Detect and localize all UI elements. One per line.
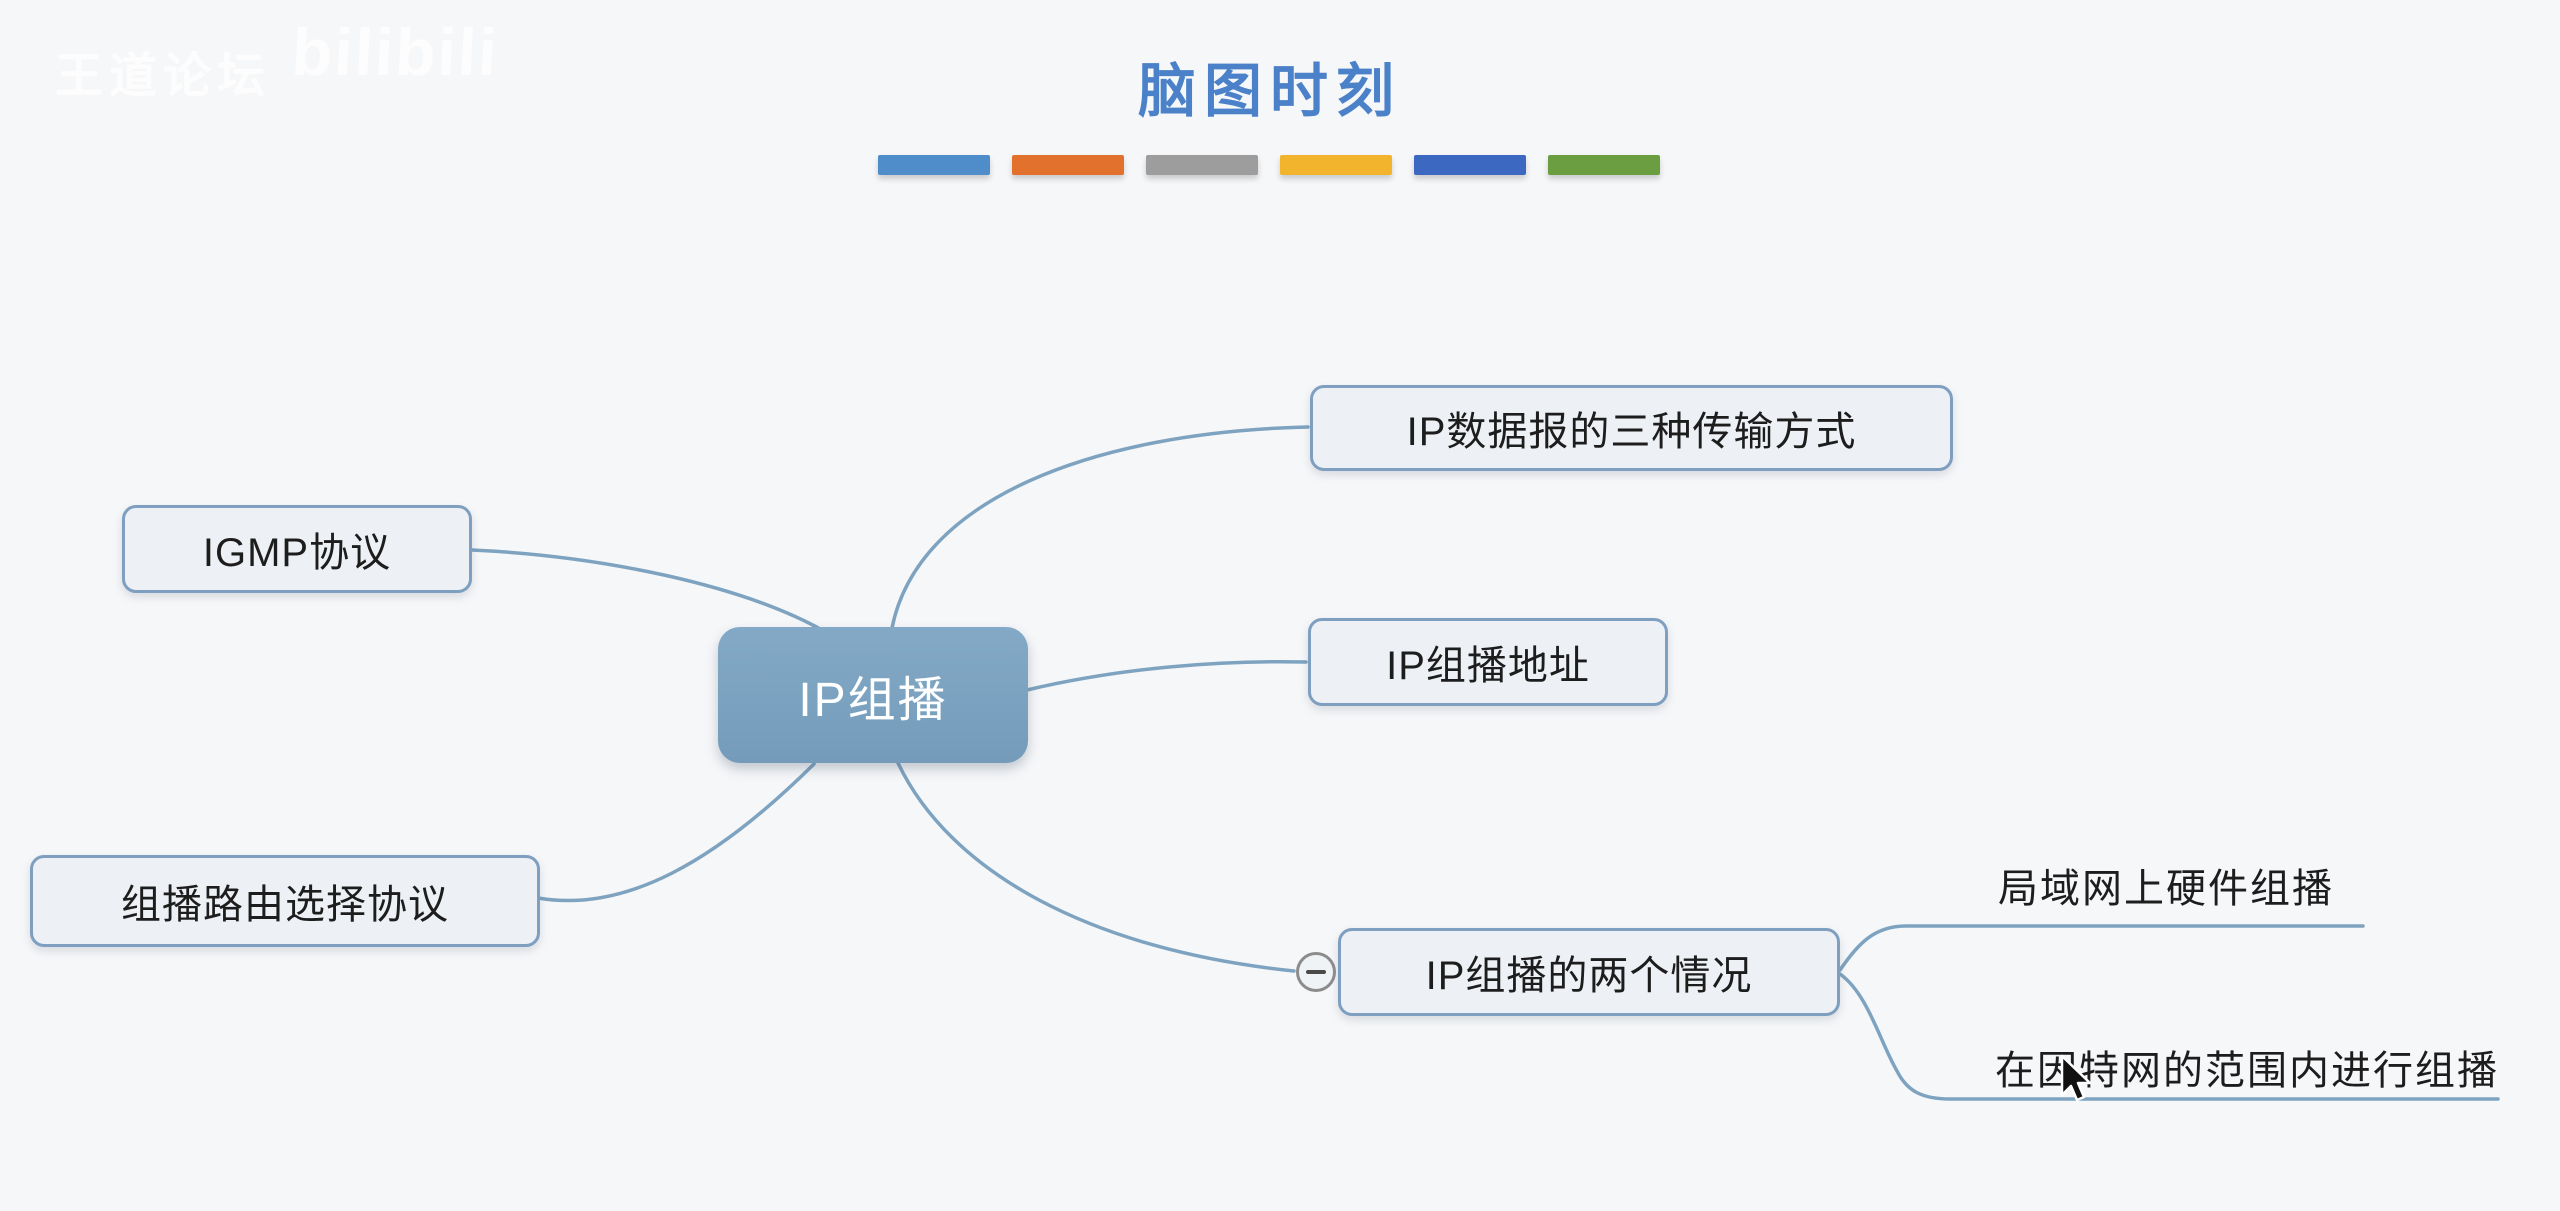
color-bar xyxy=(1548,155,1660,175)
wangdao-watermark: 王道论坛 xyxy=(55,50,272,103)
node-ip-multicast-address[interactable]: IP组播地址 xyxy=(1308,618,1668,706)
leaf-internet-scope-multicast[interactable]: 在因特网的范围内进行组播 xyxy=(1995,1049,2499,1093)
node-ip-multicast[interactable]: IP组播 xyxy=(718,627,1028,763)
node-ip-multicast-two-cases[interactable]: IP组播的两个情况 xyxy=(1338,928,1840,1016)
edge-igmp-root xyxy=(470,548,826,633)
collapse-minus-icon[interactable] xyxy=(1296,952,1336,992)
node-igmp-protocol[interactable]: IGMP协议 xyxy=(122,505,472,593)
edge-root-address xyxy=(1025,659,1308,692)
edge-two-cases-lan xyxy=(1838,924,2365,972)
decor-bar-row xyxy=(878,155,1660,175)
minus-glyph xyxy=(1306,970,1326,974)
color-bar xyxy=(1414,155,1526,175)
edge-root-two-cases xyxy=(896,761,1296,973)
color-bar xyxy=(1146,155,1258,175)
color-bar xyxy=(1280,155,1392,175)
node-ip-datagram-transmission-modes[interactable]: IP数据报的三种传输方式 xyxy=(1310,385,1953,471)
edge-routing-root xyxy=(536,762,816,903)
edge-root-transmission xyxy=(890,425,1310,630)
node-multicast-routing-protocol[interactable]: 组播路由选择协议 xyxy=(30,855,540,947)
color-bar xyxy=(1012,155,1124,175)
page-title: 脑图时刻 xyxy=(1137,59,1402,124)
leaf-lan-hardware-multicast[interactable]: 局域网上硬件组播 xyxy=(1998,867,2334,911)
color-bar xyxy=(878,155,990,175)
edge-two-cases-internet xyxy=(1838,972,2500,1101)
